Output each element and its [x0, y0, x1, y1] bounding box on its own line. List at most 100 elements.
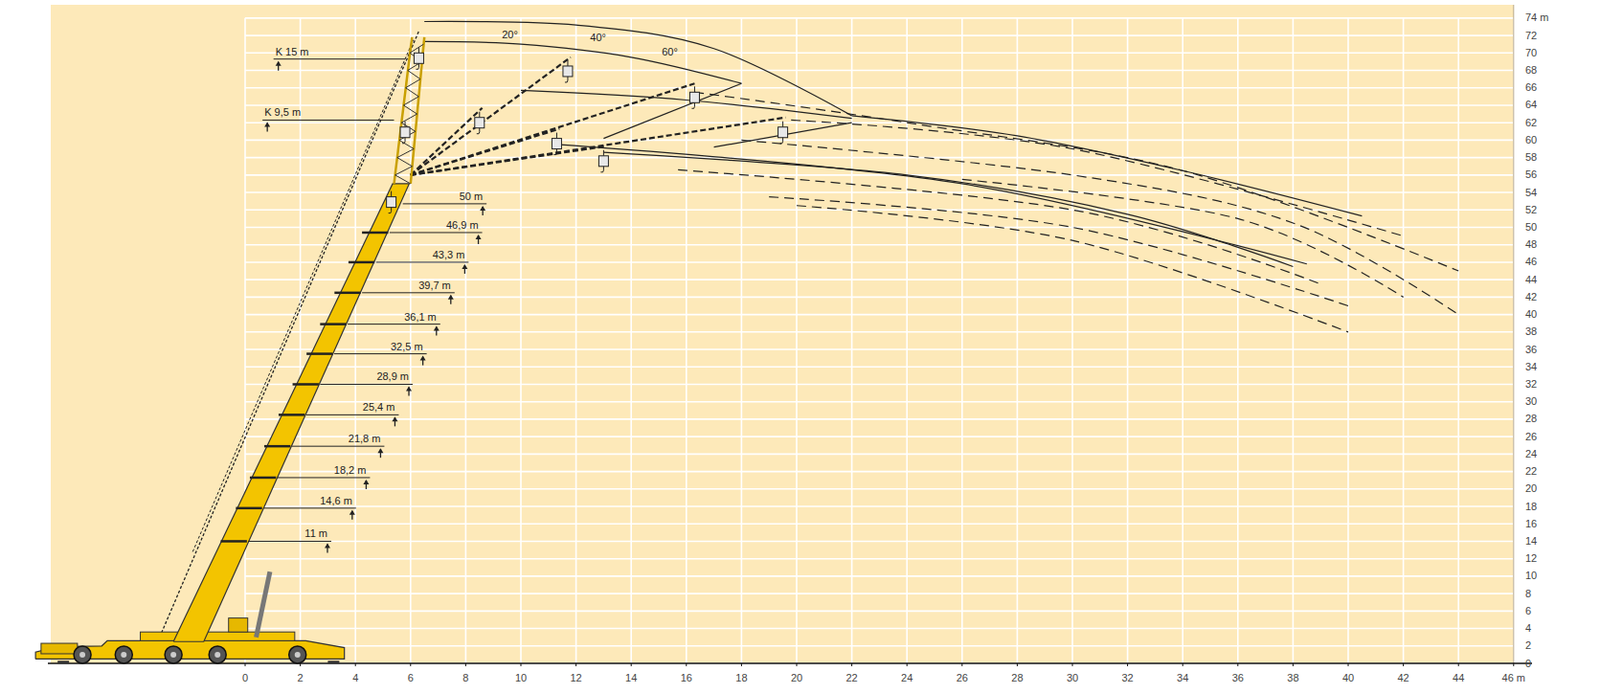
hook-block: [563, 66, 573, 77]
grid-line: [245, 139, 1514, 142]
angle-label: 20°: [501, 28, 519, 42]
luffed-jib: [410, 146, 607, 176]
axis-tick: [465, 663, 467, 667]
ground-line: [47, 662, 1533, 665]
grid-line: [245, 418, 1514, 421]
grid-line: [795, 18, 798, 664]
telescopic-boom: [173, 183, 409, 642]
axis-tick: [906, 663, 908, 667]
axis-label: 34: [1525, 360, 1537, 374]
leader-line: [361, 292, 455, 293]
grid-line: [245, 522, 1514, 525]
luffed-jib: [410, 83, 696, 176]
grid-line: [685, 18, 688, 664]
pointer-arrowhead: [362, 479, 369, 485]
axis-label: 2: [297, 672, 304, 685]
axis-label: 74 m: [1525, 11, 1549, 24]
operator-cab: [228, 618, 248, 633]
range-curve: [424, 41, 742, 84]
jib-length-label: K 15 m: [275, 45, 310, 59]
chart-ground: [50, 4, 1514, 664]
axis-label: 20: [790, 672, 803, 685]
grid-line: [1071, 18, 1074, 664]
boom-section-joint: [348, 261, 375, 265]
axis-tick: [851, 663, 853, 667]
angle-label: 40°: [589, 31, 607, 45]
axis-label: 40: [1525, 308, 1537, 321]
superstructure: [140, 631, 295, 641]
range-curve: [603, 152, 1293, 267]
hoist-rope: [603, 150, 605, 157]
range-curves: [424, 21, 1459, 332]
grid-line: [961, 18, 964, 664]
axis-tick: [409, 663, 411, 667]
boom-section-joint: [249, 476, 276, 480]
wheel-hub: [214, 652, 221, 658]
leader-line: [262, 119, 394, 121]
grid-line: [245, 226, 1514, 229]
axis-label: 10: [1525, 569, 1537, 583]
axis-label: 12: [1525, 552, 1537, 565]
boom-length-label: 39,7 m: [418, 279, 451, 293]
hook-blocks: [386, 46, 789, 214]
range-curve: [796, 205, 1349, 333]
axis-tick: [630, 663, 632, 667]
axis-label: 14: [625, 672, 637, 685]
hook: [600, 166, 604, 173]
axis-label: 44: [1525, 273, 1537, 287]
grid-line: [245, 365, 1514, 368]
hook: [388, 207, 392, 214]
axis-label: 34: [1176, 672, 1189, 685]
pointer-arrowhead: [391, 416, 398, 422]
grid-line: [245, 104, 1514, 107]
guy-line: [159, 31, 420, 638]
grid: [245, 18, 1514, 664]
grid-line: [245, 558, 1514, 561]
angle-label: 60°: [661, 45, 678, 59]
hoist-rope: [694, 86, 696, 92]
outrigger: [327, 660, 339, 664]
grid-line: [630, 18, 632, 664]
axis-label: 14: [1525, 535, 1537, 548]
luffed-jib: [410, 57, 571, 176]
boom-section-joint: [221, 540, 248, 543]
leader-line: [389, 231, 483, 233]
range-curve: [768, 197, 1349, 307]
grid-line: [245, 244, 1514, 247]
boom-section-joint: [264, 445, 291, 449]
range-curve: [520, 90, 853, 118]
axis-label: 38: [1286, 672, 1299, 685]
leader-line: [334, 353, 428, 355]
pointer-arrowhead: [475, 234, 482, 240]
boom-length-label: 11 m: [304, 527, 328, 541]
grid-line: [245, 331, 1514, 334]
pointer-arrowhead: [264, 121, 271, 127]
axis-label: 4: [352, 672, 359, 685]
grid-line: [245, 488, 1514, 491]
axis-label: 16: [680, 672, 693, 685]
axis-label: 72: [1525, 29, 1537, 43]
axis-label: 22: [1525, 465, 1537, 478]
hook-block: [386, 197, 397, 208]
axis-tick: [1402, 663, 1404, 667]
axis-label: 70: [1525, 46, 1537, 60]
axis-label: 30: [1066, 672, 1079, 685]
boom-length-label: 18,2 m: [334, 464, 367, 477]
range-curve: [741, 139, 1459, 315]
grid-line: [244, 18, 247, 664]
hoist-rope: [418, 46, 420, 53]
axis-tick: [741, 663, 743, 667]
axis-tick: [1182, 663, 1184, 667]
boom-length-label: 14,6 m: [319, 495, 353, 508]
hook-block: [778, 127, 789, 138]
hoist-rope: [566, 60, 568, 67]
axis-label: 60: [1525, 134, 1537, 147]
grid-line: [245, 191, 1514, 194]
boom-length-label: 28,9 m: [376, 370, 409, 384]
axis-tick: [685, 663, 687, 667]
axis-label: 66: [1525, 81, 1537, 94]
axis-label: 8: [462, 672, 469, 685]
axis-label: 50: [1525, 221, 1537, 234]
hoist-rope: [390, 191, 392, 198]
